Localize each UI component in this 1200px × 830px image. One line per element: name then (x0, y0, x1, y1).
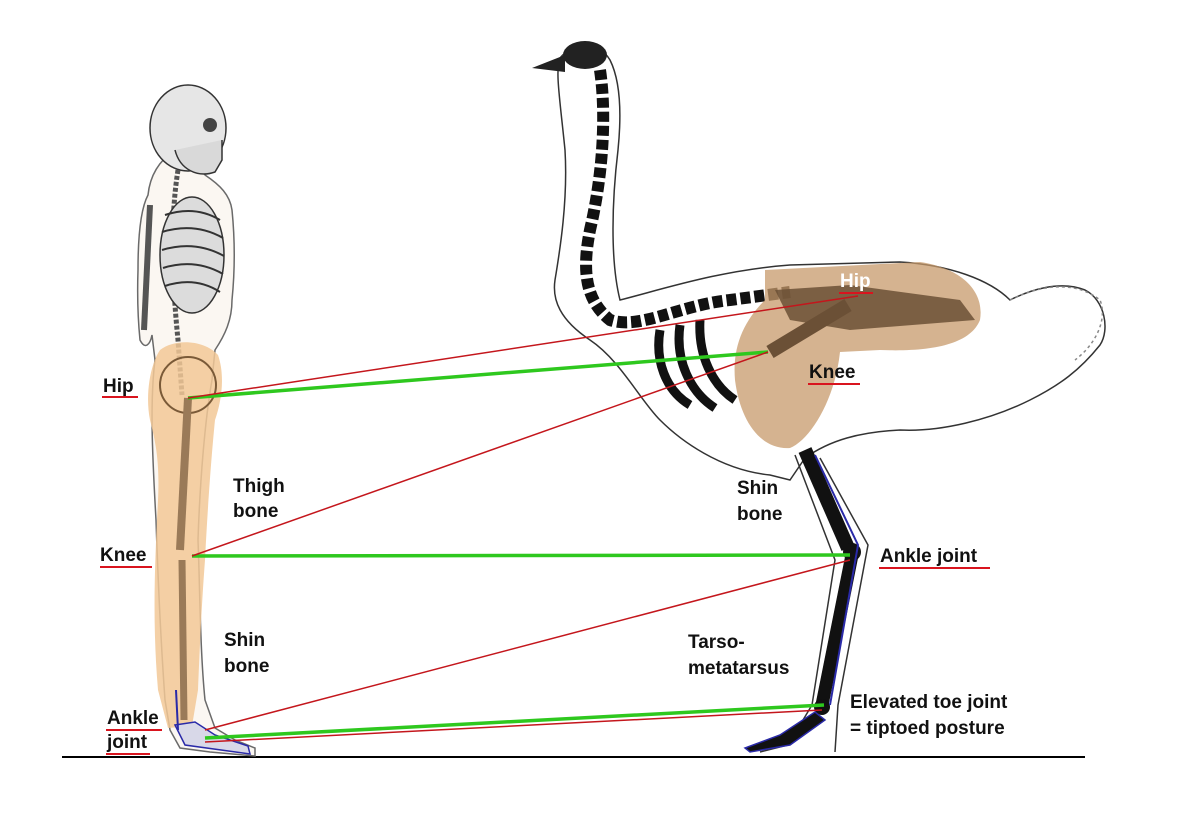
ostrich-ribs (654, 319, 738, 412)
human-ribs (161, 210, 225, 293)
ostrich-figure (532, 41, 1106, 753)
ostrich-neck-vertebrae (580, 69, 791, 329)
human-achilles-tendon (175, 689, 179, 731)
ostrich-skull (563, 41, 607, 69)
human-thigh-label-line2: bone (233, 501, 278, 522)
ostrich-femur (766, 299, 852, 358)
red-line-hip (187, 295, 859, 399)
ostrich-shin-label-line1: Shin (737, 478, 778, 499)
ostrich-tarso-label-line2: metatarsus (688, 658, 789, 679)
ostrich-tarso-label-line1: Tarso- (688, 632, 745, 653)
green-line-ankle-to-toe (204, 703, 825, 740)
human-figure (136, 84, 256, 757)
human-leg-flesh (148, 342, 222, 728)
ostrich-toe-joint-marker (814, 699, 830, 715)
ostrich-tendon (814, 454, 860, 706)
human-knee-label: Knee (100, 545, 146, 566)
human-arm-bone (141, 204, 153, 331)
ostrich-beak (532, 55, 565, 72)
human-eye-socket (203, 118, 217, 132)
ostrich-body-outline (553, 44, 1106, 481)
human-ankle-label-line2: joint (106, 732, 148, 753)
human-tibia (178, 559, 188, 721)
ostrich-toe-label-line1: Elevated toe joint (850, 692, 1008, 713)
ostrich-tarsometatarsus (815, 553, 859, 707)
human-jaw (174, 140, 223, 175)
ostrich-ankle-label: Ankle joint (880, 546, 978, 567)
ostrich-tail-feathers (1009, 286, 1104, 361)
red-line-toe (204, 709, 823, 743)
green-line-hip-to-knee (187, 350, 769, 400)
human-thigh-label-line1: Thigh (233, 476, 285, 497)
human-hip-label: Hip (103, 376, 134, 397)
red-line-ankle (204, 559, 851, 731)
ostrich-shin-label-line2: bone (737, 504, 782, 525)
green-line-knee-to-ankle (191, 553, 851, 558)
red-line-knee (191, 351, 769, 557)
ostrich-shin-bone (798, 447, 855, 551)
ostrich-toe-label-line2: = tiptoed posture (850, 718, 1005, 739)
ostrich-labels: Hip Knee Shin bone Ankle joint Tarso- me… (688, 271, 1008, 739)
ostrich-toes (743, 711, 827, 753)
human-shin-label-line2: bone (224, 656, 269, 677)
human-shin-label-line1: Shin (224, 630, 265, 651)
ostrich-hip-label: Hip (840, 271, 871, 292)
ostrich-knee-label: Knee (809, 362, 855, 383)
human-labels: Hip Knee Ankle joint Thigh bone Shin bon… (100, 376, 285, 755)
homology-connectors (187, 295, 859, 743)
human-femur (176, 397, 192, 551)
human-ankle-label-line1: Ankle (107, 708, 159, 729)
